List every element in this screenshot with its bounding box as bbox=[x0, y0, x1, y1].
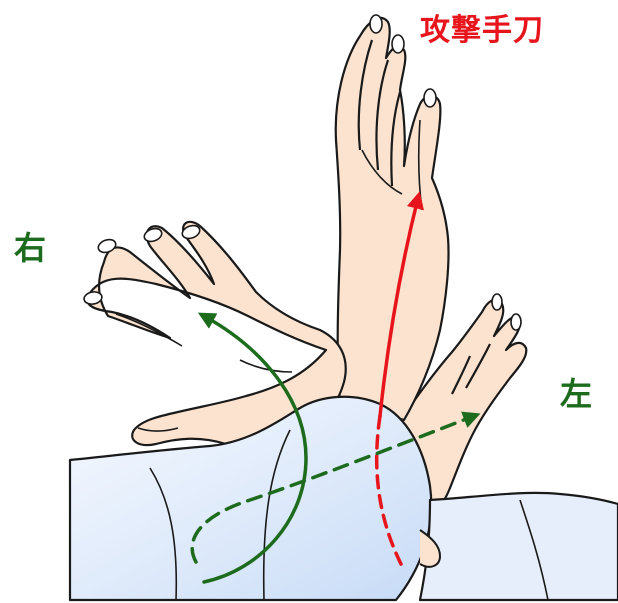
attack-hand bbox=[336, 18, 449, 420]
left-label: 左 bbox=[560, 378, 592, 410]
attack-hand-label: 攻撃手刀 bbox=[420, 16, 544, 46]
right-label: 右 bbox=[14, 232, 46, 264]
